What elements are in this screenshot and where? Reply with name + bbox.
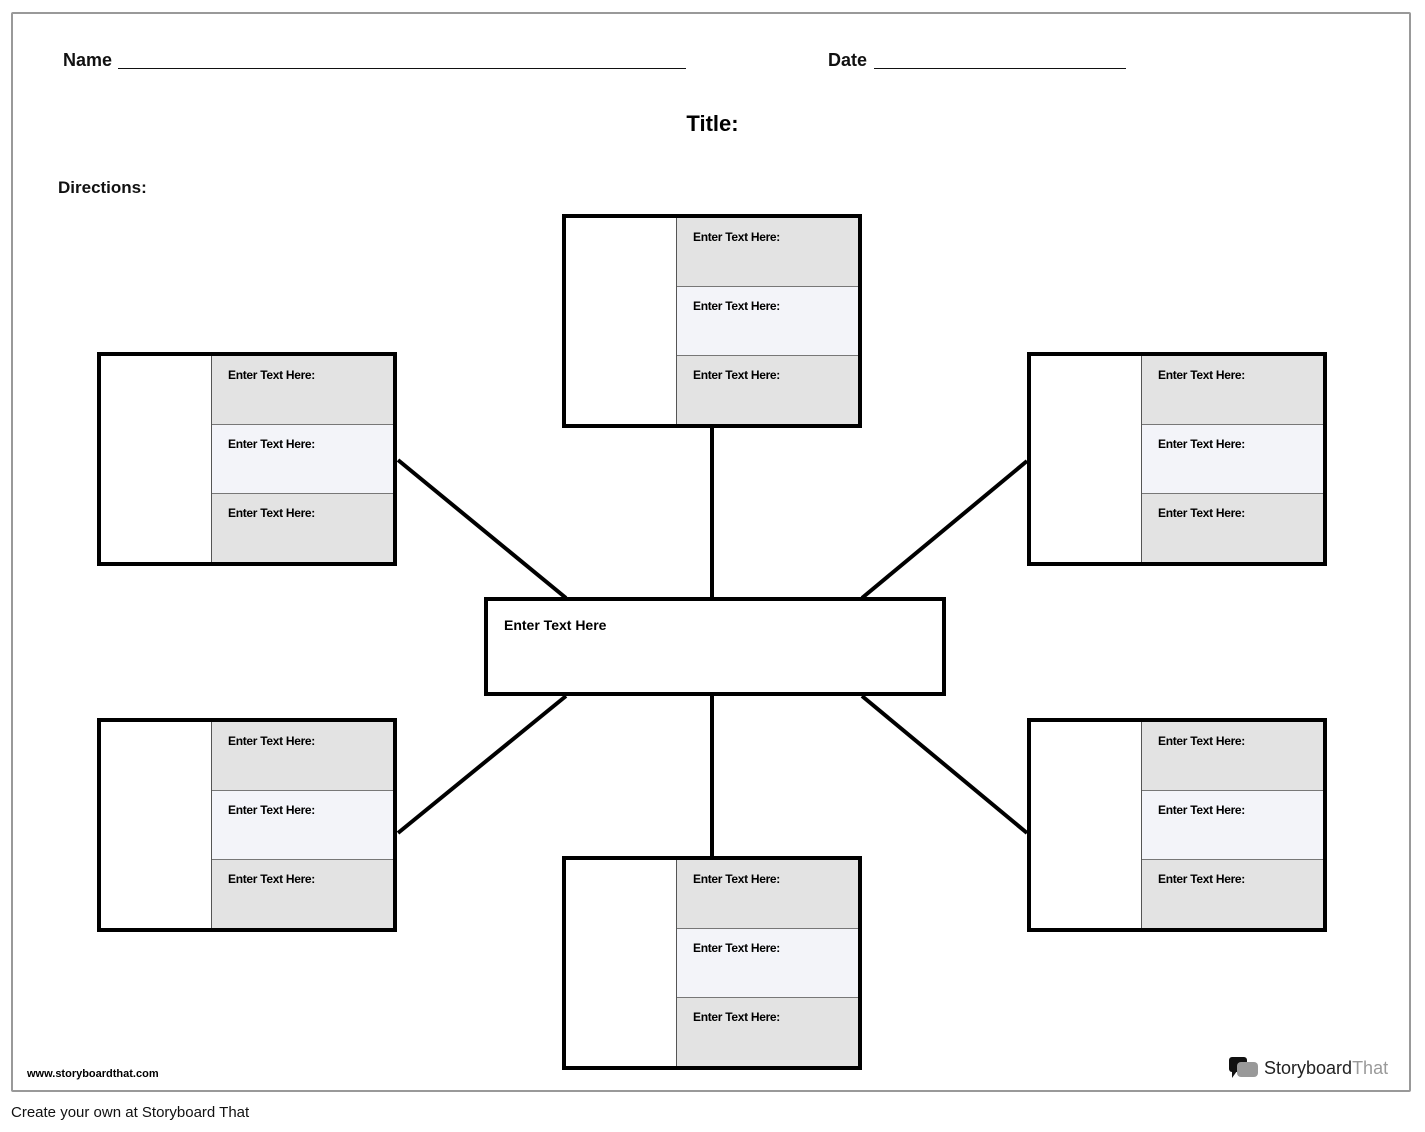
text-row[interactable]: Enter Text Here: (212, 722, 393, 791)
title-label: Title: (686, 111, 739, 136)
connector-line (860, 694, 1029, 835)
text-row[interactable]: Enter Text Here: (1142, 860, 1323, 928)
text-row[interactable]: Enter Text Here: (212, 425, 393, 494)
connector-line (396, 458, 568, 600)
text-row[interactable]: Enter Text Here: (677, 929, 858, 998)
text-row[interactable]: Enter Text Here: (1142, 425, 1323, 494)
center-text: Enter Text Here (504, 617, 607, 633)
image-area[interactable] (101, 356, 212, 562)
create-your-own-link[interactable]: Create your own at Storyboard That (11, 1104, 250, 1121)
text-row[interactable]: Enter Text Here: (212, 791, 393, 860)
speech-bubbles-icon (1229, 1057, 1258, 1078)
connector-line (396, 694, 568, 835)
box-upper-right: Enter Text Here:Enter Text Here:Enter Te… (1027, 352, 1327, 566)
text-row[interactable]: Enter Text Here: (677, 998, 858, 1066)
box-bottom: Enter Text Here:Enter Text Here:Enter Te… (562, 856, 862, 1070)
image-area[interactable] (566, 860, 677, 1066)
site-url: www.storyboardthat.com (27, 1068, 159, 1080)
image-area[interactable] (566, 218, 677, 424)
text-row[interactable]: Enter Text Here: (212, 494, 393, 562)
center-box[interactable]: Enter Text Here (484, 597, 946, 696)
text-row[interactable]: Enter Text Here: (677, 860, 858, 929)
worksheet-page (11, 12, 1411, 1092)
text-row[interactable]: Enter Text Here: (212, 860, 393, 928)
name-label: Name (63, 50, 113, 70)
name-field[interactable] (118, 68, 686, 69)
box-lower-right: Enter Text Here:Enter Text Here:Enter Te… (1027, 718, 1327, 932)
text-row[interactable]: Enter Text Here: (1142, 494, 1323, 562)
box-upper-left: Enter Text Here:Enter Text Here:Enter Te… (97, 352, 397, 566)
date-label: Date (828, 50, 868, 70)
text-row[interactable]: Enter Text Here: (212, 356, 393, 425)
text-row[interactable]: Enter Text Here: (1142, 356, 1323, 425)
box-lower-left: Enter Text Here:Enter Text Here:Enter Te… (97, 718, 397, 932)
text-row[interactable]: Enter Text Here: (677, 218, 858, 287)
text-row[interactable]: Enter Text Here: (1142, 722, 1323, 791)
text-row[interactable]: Enter Text Here: (677, 356, 858, 424)
connector-line (860, 459, 1029, 600)
image-area[interactable] (1031, 722, 1142, 928)
text-row[interactable]: Enter Text Here: (677, 287, 858, 356)
text-row[interactable]: Enter Text Here: (1142, 791, 1323, 860)
box-top: Enter Text Here:Enter Text Here:Enter Te… (562, 214, 862, 428)
image-area[interactable] (101, 722, 212, 928)
date-field[interactable] (874, 68, 1126, 69)
directions-label: Directions: (58, 178, 147, 197)
image-area[interactable] (1031, 356, 1142, 562)
